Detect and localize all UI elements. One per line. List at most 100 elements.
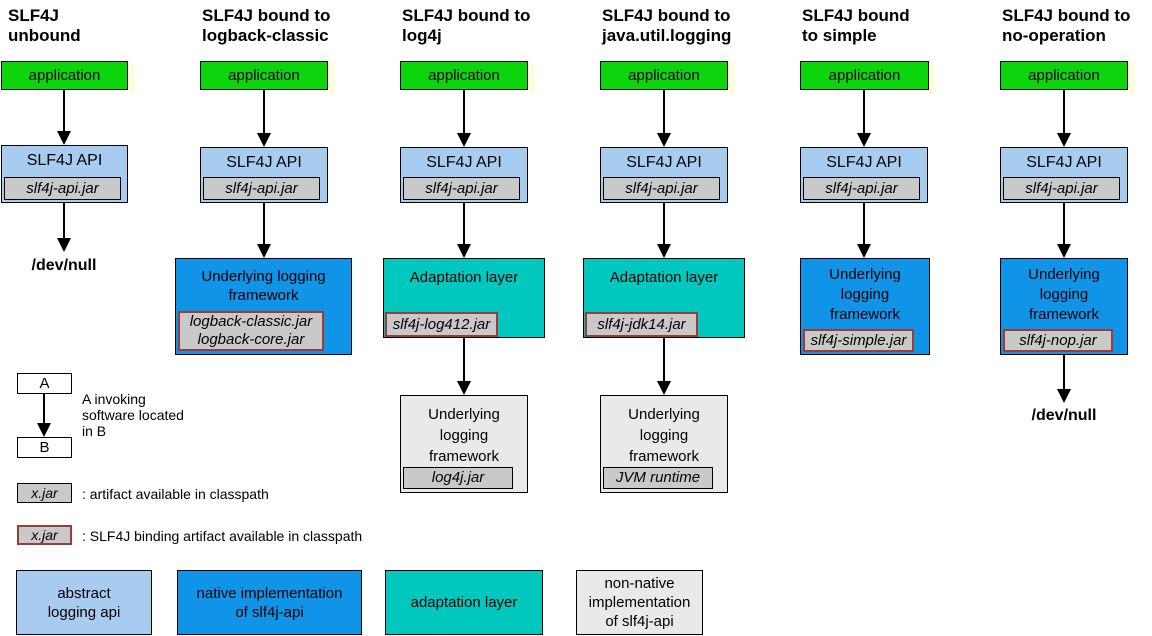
title-line: unbound xyxy=(8,26,81,45)
application-label: application xyxy=(828,67,901,84)
arrow-line xyxy=(1063,355,1065,391)
application-box: application xyxy=(600,61,728,90)
arrow-line xyxy=(463,203,465,246)
title-line: java.util.logging xyxy=(602,26,732,45)
swatch-label-line: implementation xyxy=(588,594,691,611)
title-line: SLF4J bound to xyxy=(1002,6,1131,25)
swatch-label-line: non-native xyxy=(604,575,675,592)
binding-jar-box: slf4j-log412.jar xyxy=(385,312,498,337)
arrow-head xyxy=(657,244,671,258)
app-box-glow xyxy=(329,65,334,94)
api-jar-label: slf4j-api.jar xyxy=(625,179,698,197)
adaptation-label: Adaptation layer xyxy=(409,269,519,286)
underlying-framework-box: Underlying logging framework log4j.jar xyxy=(400,395,528,493)
binding-jar-label: logback-classic.jar xyxy=(189,313,313,330)
framework-label: Underlying logging framework xyxy=(401,396,527,467)
arrow-head xyxy=(257,244,271,258)
framework-label: Underlying logging framework xyxy=(601,396,727,467)
api-jar-box: slf4j-api.jar xyxy=(1003,177,1120,200)
legend-artifact-jar-box: x.jar xyxy=(17,483,72,503)
adaptation-label: Adaptation layer xyxy=(609,269,719,286)
arrow-line xyxy=(463,338,465,383)
arrow-line xyxy=(263,90,265,135)
framework-label-line: logging xyxy=(840,286,890,303)
framework-label-line: logging xyxy=(439,427,489,444)
legend-artifact-text: : artifact available in classpath xyxy=(82,486,269,502)
application-box: application xyxy=(400,61,528,90)
framework-label: Underlying logging framework xyxy=(176,259,351,305)
adaptation-layer-box: Adaptation layer slf4j-log412.jar xyxy=(383,258,545,338)
binding-jar-label: logback-core.jar xyxy=(197,331,305,348)
api-jar-label: slf4j-api.jar xyxy=(225,179,298,197)
framework-label-line: framework xyxy=(1028,306,1099,323)
slf4j-api-box: SLF4J API slf4j-api.jar xyxy=(600,147,728,203)
legend-b-label: B xyxy=(39,439,50,456)
api-jar-box: slf4j-api.jar xyxy=(4,177,121,200)
title-line: SLF4J bound to xyxy=(402,6,531,25)
arrow-line xyxy=(663,90,665,135)
framework-label-line: logging xyxy=(1039,286,1089,303)
column-title: SLF4J bound to simple xyxy=(802,6,910,46)
slf4j-api-box: SLF4J API slf4j-api.jar xyxy=(400,147,528,203)
legend-binding-jar-box: x.jar xyxy=(17,525,72,545)
arrow-line xyxy=(1063,203,1065,246)
application-label: application xyxy=(28,67,101,84)
binding-jar-label: slf4j-nop.jar xyxy=(1019,331,1097,349)
arrow-head xyxy=(657,133,671,147)
application-label: application xyxy=(1028,67,1100,84)
framework-label-line: Underlying xyxy=(428,406,500,423)
application-box: application xyxy=(200,61,328,90)
app-box-glow xyxy=(529,65,534,94)
title-line: SLF4J bound to xyxy=(602,6,731,25)
legend-a-box: A xyxy=(17,373,72,394)
arrow-line xyxy=(1063,90,1065,135)
framework-label-line: framework xyxy=(829,306,900,323)
title-line: logback-classic xyxy=(202,26,329,45)
adaptation-layer-box: Adaptation layer slf4j-jdk14.jar xyxy=(583,258,745,338)
application-label: application xyxy=(428,67,500,84)
application-box: application xyxy=(1000,61,1128,90)
binding-jar-label: slf4j-simple.jar xyxy=(810,331,907,349)
legend-swatch-native-implementation: native implementation of slf4j-api xyxy=(177,570,362,635)
framework-label-line: framework xyxy=(628,448,699,465)
title-line: SLF4J bound xyxy=(802,6,910,25)
slf4j-api-label: SLF4J API xyxy=(426,154,502,171)
app-box-glow xyxy=(129,65,134,94)
framework-label: Underlying logging framework xyxy=(1001,259,1127,325)
dev-null-label: /dev/null xyxy=(1031,407,1097,424)
slf4j-api-label: SLF4J API xyxy=(226,154,302,171)
title-line: SLF4J bound to xyxy=(202,6,331,25)
application-box: application xyxy=(1,61,128,90)
binding-jar-box: slf4j-simple.jar xyxy=(803,329,914,352)
legend-jar-sample: x.jar xyxy=(31,485,58,501)
legend-a-label: A xyxy=(39,375,50,392)
slf4j-api-box: SLF4J API slf4j-api.jar xyxy=(800,147,928,203)
framework-label: Underlying logging framework xyxy=(801,259,929,325)
arrow-head xyxy=(257,133,271,147)
swatch-label-line: of slf4j-api xyxy=(605,613,674,630)
arrow-head xyxy=(857,133,871,147)
arrow-line xyxy=(263,203,265,246)
api-jar-label: slf4j-api.jar xyxy=(26,179,99,197)
slf4j-api-label: SLF4J API xyxy=(26,152,103,169)
binding-jar-box: slf4j-nop.jar xyxy=(1003,329,1113,352)
arrow-head xyxy=(1057,133,1071,147)
api-jar-label: slf4j-api.jar xyxy=(825,179,898,197)
framework-label-line: logging xyxy=(639,427,689,444)
arrow-line xyxy=(863,90,865,135)
legend-text-line: in B xyxy=(82,423,107,439)
slf4j-api-label: SLF4J API xyxy=(826,154,902,171)
framework-label-line: Underlying xyxy=(1028,266,1100,283)
legend-binding-text: : SLF4J binding artifact available in cl… xyxy=(82,528,363,544)
underlying-framework-box: Underlying logging framework logback-cla… xyxy=(175,258,352,355)
title-line: no-operation xyxy=(1002,26,1106,45)
app-box-glow xyxy=(729,65,734,94)
slf4j-api-box: SLF4J API slf4j-api.jar xyxy=(200,147,328,203)
api-jar-box: slf4j-api.jar xyxy=(403,177,520,200)
arrow-head xyxy=(37,423,51,437)
column-title: SLF4J bound to no-operation xyxy=(1002,6,1130,46)
framework-label-line: Underlying xyxy=(829,266,901,283)
arrow-line xyxy=(663,338,665,383)
binding-jar-box: logback-classic.jar logback-core.jar xyxy=(178,311,324,351)
